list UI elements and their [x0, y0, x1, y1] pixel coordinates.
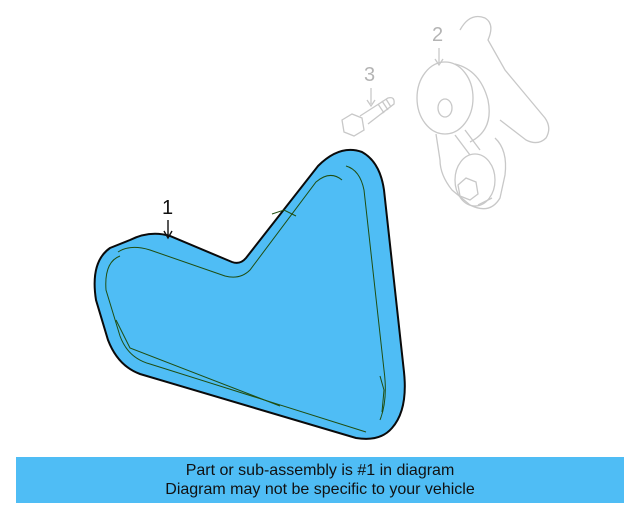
bolt-part: 3 — [341, 64, 395, 137]
banner-line-1: Part or sub-assembly is #1 in diagram — [185, 462, 455, 479]
belt-part: 1 — [93, 148, 406, 440]
callout-1-label: 1 — [162, 197, 173, 219]
callout-2-label: 2 — [432, 24, 443, 46]
banner-line-2: Diagram may not be specific to your vehi… — [165, 481, 475, 498]
info-banner: Part or sub-assembly is #1 in diagram Di… — [16, 457, 624, 503]
callout-3-label: 3 — [364, 64, 375, 86]
tensioner-part: 2 — [416, 15, 550, 210]
